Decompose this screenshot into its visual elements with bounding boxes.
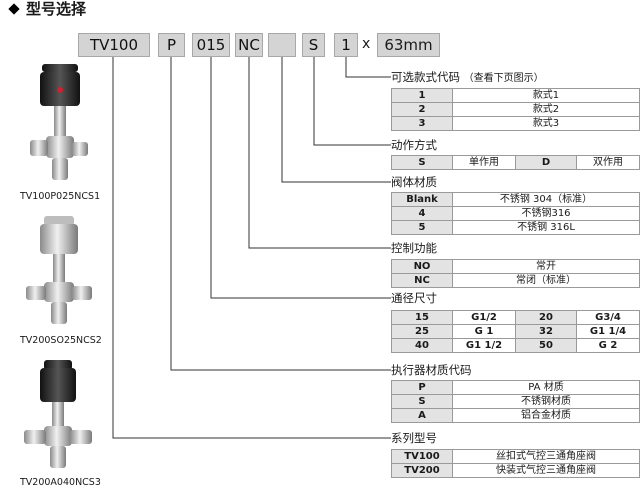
code-length: 63mm: [377, 33, 440, 57]
control-heading: 控制功能: [391, 241, 437, 255]
caption-1: TV100P025NCS1: [20, 191, 101, 202]
code-actuator: P: [158, 33, 185, 57]
valve-image-1: [30, 64, 88, 180]
action-heading: 动作方式: [391, 138, 437, 152]
size-heading: 通径尺寸: [391, 291, 437, 305]
caption-3: TV200A040NCS3: [20, 477, 101, 488]
body-heading: 阀体材质: [391, 175, 437, 189]
actuator-heading: 执行器材质代码: [391, 363, 472, 377]
code-body: [268, 33, 296, 57]
code-action: S: [302, 33, 325, 57]
valve-image-2: [26, 216, 92, 324]
multiply-sign: x: [362, 36, 371, 52]
code-style: 1: [334, 33, 358, 57]
code-size: 015: [192, 33, 230, 57]
page-title: 型号选择: [4, 0, 86, 18]
caption-2: TV200SO25NCS2: [20, 335, 102, 346]
valve-image-3: [24, 360, 92, 468]
style-heading: 可选款式代码 （查看下页图示）: [391, 70, 544, 84]
code-control: NC: [235, 33, 263, 57]
series-heading: 系列型号: [391, 431, 437, 445]
code-series: TV100: [78, 33, 150, 57]
